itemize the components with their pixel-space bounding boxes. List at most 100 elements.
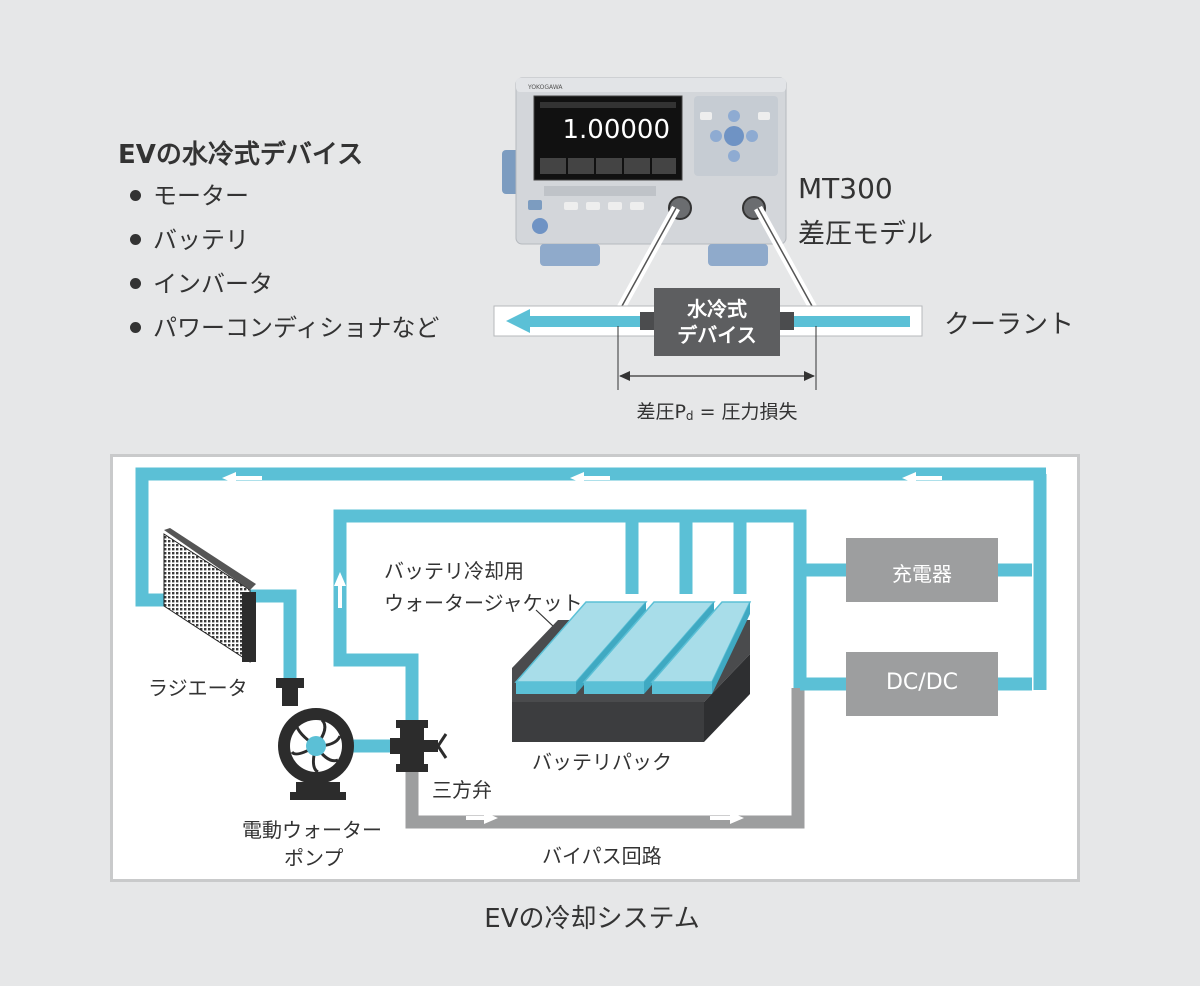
water-cooled-device-box [654,288,780,356]
pressure-label-suffix: = 圧力損失 [694,401,798,423]
instrument-display-value: 1.00000 [562,115,670,145]
valve-handle-icon [436,733,448,759]
jacket-label-line2: ウォータージャケット [384,591,583,615]
bullet-icon [130,233,141,245]
device-list-item: モーター [130,176,249,211]
devices-title: EVの水冷式デバイス [118,140,364,170]
device-item-label: パワーコンディショナなど [153,314,440,342]
valve-label: 三方弁 [432,778,492,802]
device-list-item: インバータ [130,264,273,299]
dcdc-label: DC/DC [885,670,958,695]
jacket-label-line1: バッテリ冷却用 [384,559,524,583]
keypad-side-button [758,112,770,120]
bullet-icon [130,321,141,333]
coolant-label: クーラント [944,310,1075,340]
device-connector-left [640,312,656,330]
dcdc-box [846,652,998,716]
function-key-row [544,186,656,196]
dimension-arrow-left-icon [619,371,630,381]
flow-arrow-shaft [234,476,262,480]
jacket-bar-front [584,682,644,694]
instrument-top-band [516,78,786,92]
flow-arrow-icon [222,472,236,484]
keypad-down-button [728,150,740,162]
pump-foot [290,792,346,800]
flow-arrow-shaft [338,584,342,608]
flow-arrow-icon [902,472,916,484]
keypad-up-button [728,110,740,122]
power-button [532,218,548,234]
keypad-center-button [724,126,744,146]
dimension-arrow-right-icon [804,371,815,381]
pressure-label-prefix: 差圧P [636,401,685,423]
function-key [564,202,578,210]
device-item-label: インバータ [153,270,273,298]
radiator-label: ラジエータ [148,676,248,700]
diagram-caption: EVの冷却システム [484,904,700,934]
three-way-valve [390,720,448,772]
valve-flange-top [396,720,428,728]
keypad-side-button [700,112,712,120]
radiator [163,528,256,663]
flow-arrow-icon [334,572,346,586]
instrument-brand: YOKOGAWA [527,84,563,91]
radiator-top-edge [164,528,256,590]
mt300-instrument: YOKOGAWA 1.00000 [502,77,787,266]
bullet-icon [130,277,141,289]
device-label-line1: 水冷式 [687,297,747,321]
radiator-to-pump-pipe [248,589,297,690]
electric-water-pump [276,678,354,800]
valve-body [400,726,424,766]
valve-flange-left [390,738,402,754]
pressure-label-sub: d [686,409,694,423]
pump-inlet-neck [282,688,298,706]
coolant-flow-arrow-icon [506,309,530,333]
device-item-label: モーター [153,182,249,210]
screen-softkey [624,158,650,174]
keypad-left-button [710,130,722,142]
valve-flange-bottom [396,764,428,772]
screen-softkey [568,158,594,174]
instrument-variant: 差圧モデル [798,219,933,250]
battery-pack-front [512,702,704,742]
instrument-foot [708,244,768,266]
pump-flange [276,678,304,688]
jacket-bar-front [652,682,712,694]
pump-base [296,782,340,792]
function-key [586,202,600,210]
measurement-diagram: YOKOGAWA 1.00000 水冷式 [493,77,923,423]
charger-box [846,538,998,602]
bullet-icon [130,189,141,201]
keypad-right-button [746,130,758,142]
bypass-label: バイパス回路 [542,844,662,868]
water-jacket [514,601,752,694]
pump-label-line2: ポンプ [284,846,344,870]
radiator-side-tank [242,592,256,662]
differential-pressure-label: 差圧Pd = 圧力損失 [636,401,797,423]
device-item-label: バッテリ [153,226,249,254]
charger-label: 充電器 [892,562,952,586]
pump-outlet-port [306,736,326,756]
jacket-bar-side [712,602,750,694]
battery-pack-label: バッテリパック [532,750,672,774]
screen-softkey [540,158,566,174]
screen-softkey [596,158,622,174]
function-key [630,202,644,210]
function-key [608,202,622,210]
device-connector-right [778,312,794,330]
jacket-bar-front [516,682,576,694]
device-label-line2: デバイス [677,323,756,347]
flow-arrow-shaft [582,476,610,480]
bypass-arrow-shaft [466,816,488,820]
screen-status-bar [540,102,676,108]
top-flow-arrows [222,472,942,608]
bypass-pipe [405,688,805,829]
bypass-arrow-icon [484,812,498,824]
device-list-item: パワーコンディショナなど [130,308,439,343]
instrument-foot [540,244,600,266]
valve-stem [424,740,438,752]
device-list-item: バッテリ [130,220,249,255]
function-key [528,200,542,210]
battery-pack-side [704,654,750,742]
